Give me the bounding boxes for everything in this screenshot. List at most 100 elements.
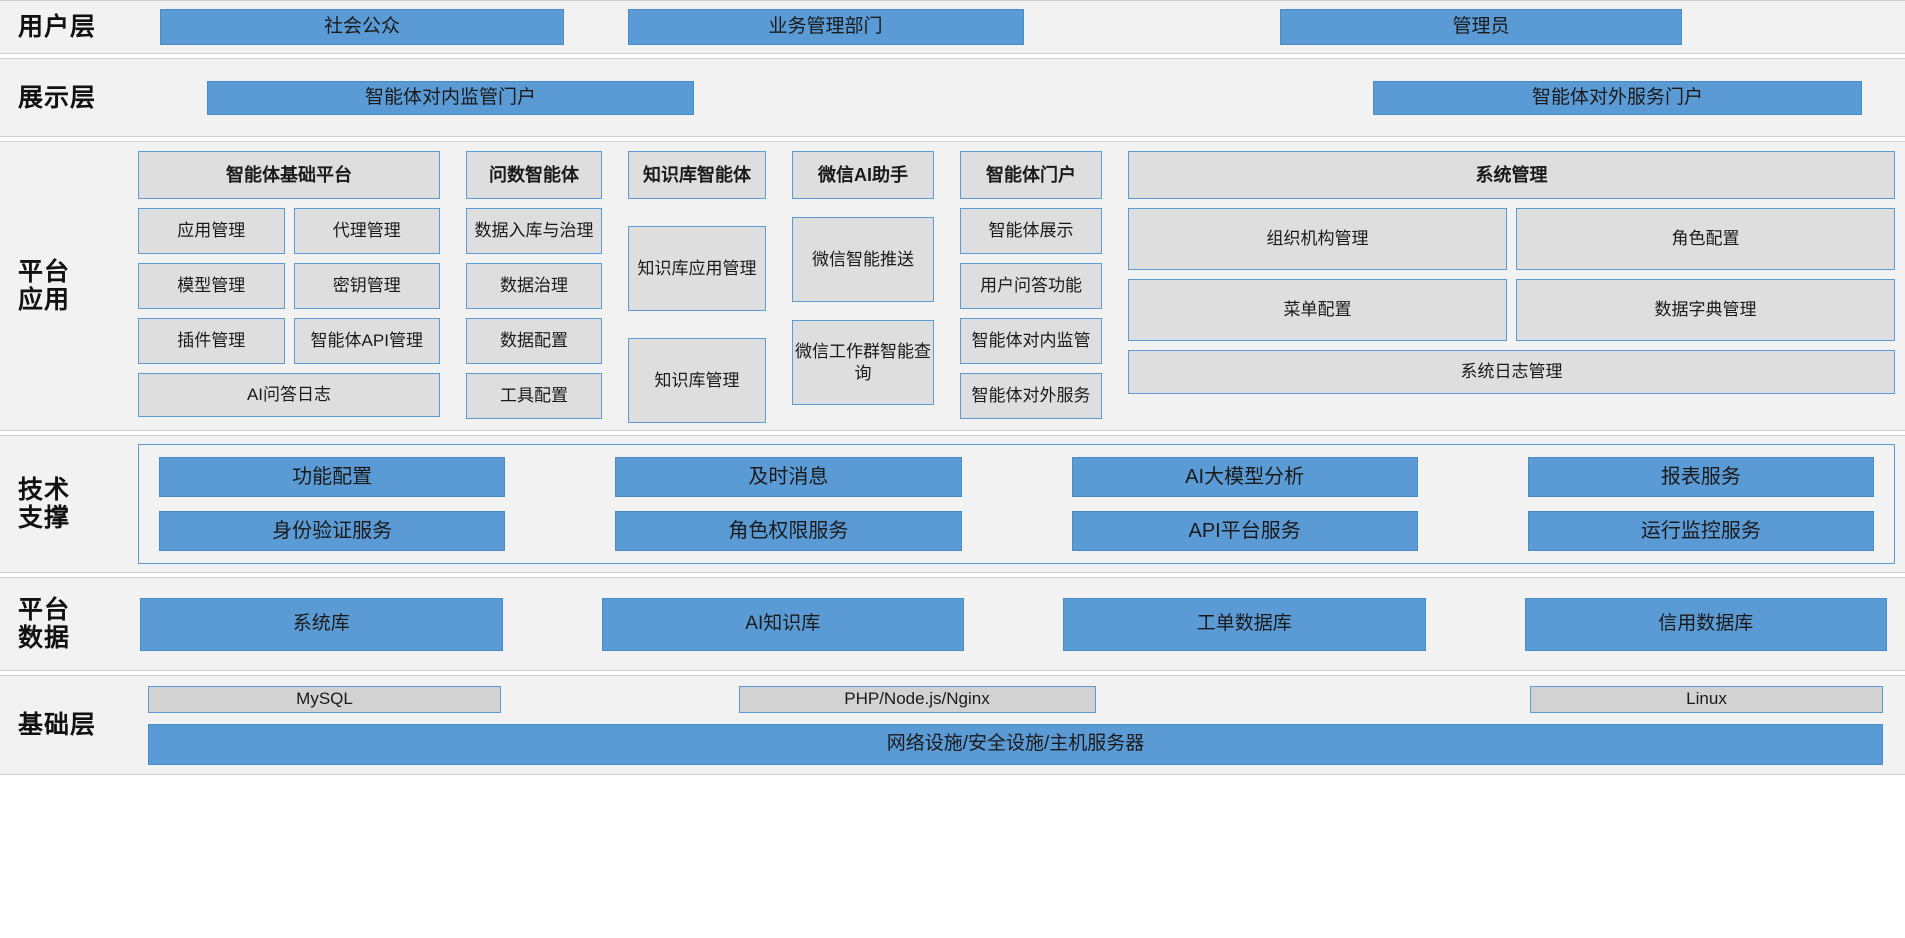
module-user-qa-function[interactable]: 用户问答功能 xyxy=(960,263,1102,309)
service-api-platform[interactable]: API平台服务 xyxy=(1071,511,1418,551)
module-wechat-smart-push[interactable]: 微信智能推送 xyxy=(792,217,934,302)
user-layer-body: 社会公众 业务管理部门 管理员 xyxy=(130,1,1905,53)
platform-application-layer: 平台 应用 智能体基础平台 应用管理 代理管理 模型管理 密钥管理 xyxy=(0,141,1905,431)
service-report-service[interactable]: 报表服务 xyxy=(1527,457,1874,497)
service-ai-large-model-analysis[interactable]: AI大模型分析 xyxy=(1071,457,1418,497)
module-agent-showcase[interactable]: 智能体展示 xyxy=(960,208,1102,254)
module-data-governance[interactable]: 数据治理 xyxy=(466,263,602,309)
column-header-system-management: 系统管理 xyxy=(1128,151,1895,199)
infra-slot-os: Linux xyxy=(1175,685,1887,713)
service-instant-message[interactable]: 及时消息 xyxy=(615,457,962,497)
service-runtime-monitoring[interactable]: 运行监控服务 xyxy=(1527,511,1874,551)
infrastructure-layer-label: 基础层 xyxy=(0,676,130,774)
column-header-knowledge-base-agent: 知识库智能体 xyxy=(628,151,766,199)
module-agent-api-management[interactable]: 智能体API管理 xyxy=(293,318,440,364)
infrastructure-layer-label-text: 基础层 xyxy=(18,711,97,739)
platform-label-line-2: 应用 xyxy=(18,286,71,314)
data-label-line-1: 平台 xyxy=(18,596,71,624)
platform-row: 应用管理 代理管理 xyxy=(138,208,440,254)
database-ai-knowledge[interactable]: AI知识库 xyxy=(601,597,964,651)
module-kb-management[interactable]: 知识库管理 xyxy=(628,338,766,423)
infrastructure-stack-row: MySQL PHP/Node.js/Nginx Linux xyxy=(140,685,1887,713)
module-data-ingest-governance[interactable]: 数据入库与治理 xyxy=(466,208,602,254)
infra-box-php-node-nginx[interactable]: PHP/Node.js/Nginx xyxy=(738,685,1096,713)
presentation-slot-external: 智能体对外服务门户 xyxy=(950,80,1895,115)
service-function-configuration[interactable]: 功能配置 xyxy=(159,457,506,497)
technical-support-layer-label: 技术 支撑 xyxy=(0,436,130,572)
infra-box-mysql[interactable]: MySQL xyxy=(148,685,501,713)
platform-data-layer: 平台 数据 系统库 AI知识库 工单数据库 信用数据库 xyxy=(0,577,1905,671)
presentation-slot-internal: 智能体对内监管门户 xyxy=(140,80,950,115)
platform-row: 菜单配置 数据字典管理 xyxy=(1128,279,1895,341)
infrastructure-layer-body: MySQL PHP/Node.js/Nginx Linux 网络设施/安全设施/… xyxy=(130,676,1905,774)
module-agent-internal-supervision[interactable]: 智能体对内监管 xyxy=(960,318,1102,364)
technical-support-row-2: 身份验证服务 角色权限服务 API平台服务 运行监控服务 xyxy=(159,511,1874,551)
user-layer-label: 用户层 xyxy=(0,1,130,53)
technical-support-row-1: 功能配置 及时消息 AI大模型分析 报表服务 xyxy=(159,457,1874,497)
module-data-configuration[interactable]: 数据配置 xyxy=(466,318,602,364)
module-kb-app-management[interactable]: 知识库应用管理 xyxy=(628,226,766,311)
data-label-line-2: 数据 xyxy=(18,624,71,652)
service-identity-authentication[interactable]: 身份验证服务 xyxy=(159,511,506,551)
technical-support-layer-body: 功能配置 及时消息 AI大模型分析 报表服务 身份验证服务 角色权限服务 API… xyxy=(130,436,1905,572)
module-model-management[interactable]: 模型管理 xyxy=(138,263,285,309)
module-system-log-management[interactable]: 系统日志管理 xyxy=(1128,350,1895,394)
module-wechat-group-query[interactable]: 微信工作群智能查询 xyxy=(792,320,934,405)
infrastructure-layer: 基础层 MySQL PHP/Node.js/Nginx Linux 网络设施/安… xyxy=(0,675,1905,775)
user-layer: 用户层 社会公众 业务管理部门 管理员 xyxy=(0,0,1905,54)
module-data-dictionary-management[interactable]: 数据字典管理 xyxy=(1516,279,1895,341)
user-layer-label-text: 用户层 xyxy=(18,13,97,41)
platform-label-line-1: 平台 xyxy=(18,258,71,286)
module-agent-external-service[interactable]: 智能体对外服务 xyxy=(960,373,1102,419)
infra-box-network-security-host[interactable]: 网络设施/安全设施/主机服务器 xyxy=(148,723,1883,765)
module-role-configuration[interactable]: 角色配置 xyxy=(1516,208,1895,270)
service-role-permission[interactable]: 角色权限服务 xyxy=(615,511,962,551)
user-slot-admin: 管理员 xyxy=(1067,9,1895,45)
column-header-agent-portal: 智能体门户 xyxy=(960,151,1102,199)
infra-slot-runtime: PHP/Node.js/Nginx xyxy=(659,685,1175,713)
module-ai-qa-log[interactable]: AI问答日志 xyxy=(138,373,440,417)
database-system[interactable]: 系统库 xyxy=(140,597,503,651)
technical-support-frame: 功能配置 及时消息 AI大模型分析 报表服务 身份验证服务 角色权限服务 API… xyxy=(138,444,1895,564)
infra-box-linux[interactable]: Linux xyxy=(1530,685,1883,713)
presentation-layer-body: 智能体对内监管门户 智能体对外服务门户 xyxy=(130,59,1905,136)
user-slot-public: 社会公众 xyxy=(140,9,584,45)
column-header-data-query-agent: 问数智能体 xyxy=(466,151,602,199)
platform-application-layer-label: 平台 应用 xyxy=(0,142,130,430)
platform-data-layer-body: 系统库 AI知识库 工单数据库 信用数据库 xyxy=(130,578,1905,670)
column-wechat-ai-assistant: 微信AI助手 微信智能推送 微信工作群智能查询 xyxy=(792,151,934,405)
infrastructure-hardware-row: 网络设施/安全设施/主机服务器 xyxy=(140,723,1887,765)
user-box-business-dept[interactable]: 业务管理部门 xyxy=(627,9,1024,45)
presentation-layer-label: 展示层 xyxy=(0,59,130,136)
user-box-admin[interactable]: 管理员 xyxy=(1280,9,1682,45)
column-knowledge-base-agent: 知识库智能体 知识库应用管理 知识库管理 xyxy=(628,151,766,423)
database-work-order[interactable]: 工单数据库 xyxy=(1063,597,1426,651)
column-agent-portal: 智能体门户 智能体展示 用户问答功能 智能体对内监管 智能体对外服务 xyxy=(960,151,1102,419)
module-org-structure-management[interactable]: 组织机构管理 xyxy=(1128,208,1507,270)
platform-row: 插件管理 智能体API管理 xyxy=(138,318,440,364)
platform-row: 模型管理 密钥管理 xyxy=(138,263,440,309)
platform-data-layer-label: 平台 数据 xyxy=(0,578,130,670)
module-tool-configuration[interactable]: 工具配置 xyxy=(466,373,602,419)
user-box-public[interactable]: 社会公众 xyxy=(160,9,564,45)
module-app-management[interactable]: 应用管理 xyxy=(138,208,285,254)
spacer xyxy=(628,208,766,217)
module-plugin-management[interactable]: 插件管理 xyxy=(138,318,285,364)
database-credit[interactable]: 信用数据库 xyxy=(1524,597,1887,651)
user-slot-business-dept: 业务管理部门 xyxy=(584,9,1067,45)
platform-application-layer-body: 智能体基础平台 应用管理 代理管理 模型管理 密钥管理 插件管理 智能体API管… xyxy=(130,142,1905,430)
column-data-query-agent: 问数智能体 数据入库与治理 数据治理 数据配置 工具配置 xyxy=(466,151,602,419)
column-agent-base-platform: 智能体基础平台 应用管理 代理管理 模型管理 密钥管理 插件管理 智能体API管… xyxy=(138,151,440,417)
column-header-wechat-ai-assistant: 微信AI助手 xyxy=(792,151,934,199)
presentation-box-external-portal[interactable]: 智能体对外服务门户 xyxy=(1373,80,1862,115)
tech-label-line-2: 支撑 xyxy=(18,504,71,532)
presentation-box-internal-portal[interactable]: 智能体对内监管门户 xyxy=(207,80,694,115)
presentation-layer: 展示层 智能体对内监管门户 智能体对外服务门户 xyxy=(0,58,1905,137)
platform-row: 组织机构管理 角色配置 xyxy=(1128,208,1895,270)
module-menu-configuration[interactable]: 菜单配置 xyxy=(1128,279,1507,341)
module-key-management[interactable]: 密钥管理 xyxy=(293,263,440,309)
module-agent-management[interactable]: 代理管理 xyxy=(293,208,440,254)
infra-slot-mysql: MySQL xyxy=(140,685,659,713)
tech-label-line-1: 技术 xyxy=(18,476,71,504)
